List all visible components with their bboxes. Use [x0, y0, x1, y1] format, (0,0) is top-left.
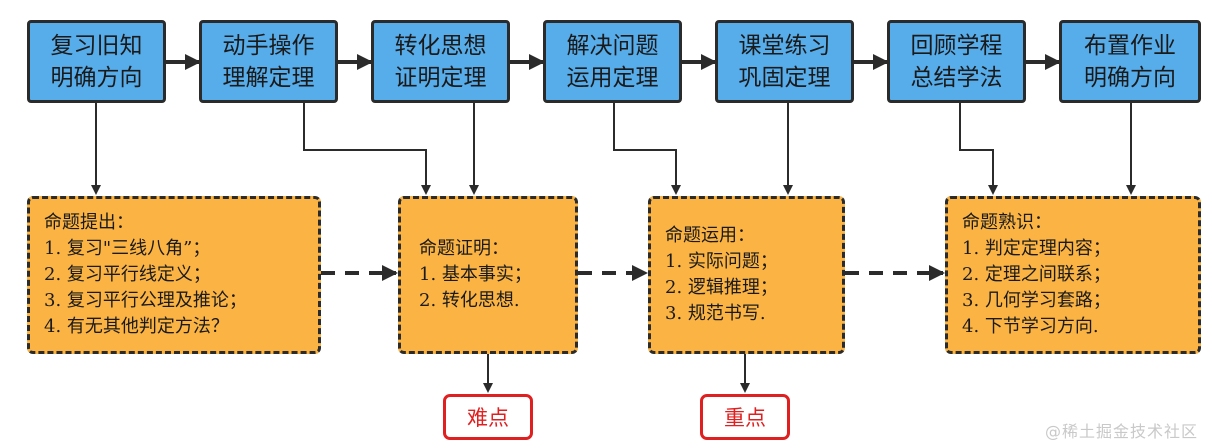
connector-step4-note3 [613, 103, 681, 195]
note-item: 1. 复习"三线八角”； [44, 238, 211, 259]
connector-step6-note4 [959, 103, 998, 195]
step-line-2: 总结学法 [910, 64, 1003, 91]
step-apply-theorem: 解决问题 运用定理 [543, 20, 682, 103]
note-proposition-mastery: 命题熟识： 1. 判定定理内容； 2. 定理之间联系； 3. 几何学习套路； 4… [945, 196, 1201, 354]
step-homework: 布置作业 明确方向 [1059, 20, 1201, 103]
note-item: 3. 几何学习套路； [962, 290, 1111, 311]
watermark: @稀土掘金技术社区 [1044, 422, 1198, 441]
connector-step2-note2 [303, 103, 431, 195]
step-line-1: 解决问题 [566, 32, 659, 59]
step-summary: 回顾学程 总结学法 [887, 20, 1026, 103]
step-line-1: 复习旧知 [50, 32, 143, 59]
note-proposition-application: 命题运用： 1. 实际问题； 2. 逻辑推理； 3. 规范书写. [648, 196, 845, 354]
note-item: 1. 实际问题； [665, 251, 778, 272]
step-line-1: 课堂练习 [738, 32, 831, 59]
step-hands-on: 动手操作 理解定理 [199, 20, 338, 103]
note-title: 命题提出： [44, 212, 134, 233]
step-line-2: 明确方向 [1084, 64, 1176, 91]
step-line-2: 证明定理 [394, 64, 487, 91]
note-item: 1. 基本事实； [419, 264, 532, 285]
note-item: 3. 复习平行公理及推论； [44, 290, 247, 311]
step-line-1: 布置作业 [1084, 32, 1176, 59]
step-line-1: 回顾学程 [910, 32, 1003, 59]
step-review-old-knowledge: 复习旧知 明确方向 [27, 20, 166, 103]
note-item: 4. 下节学习方向. [962, 316, 1099, 337]
step-line-1: 转化思想 [394, 32, 487, 59]
note-title: 命题运用： [665, 225, 755, 246]
note-title: 命题证明： [419, 238, 509, 259]
step-line-1: 动手操作 [222, 32, 315, 59]
step-class-practice: 课堂练习 巩固定理 [715, 20, 854, 103]
note-proposition-proof: 命题证明： 1. 基本事实； 2. 转化思想. [398, 196, 578, 354]
note-item: 2. 逻辑推理； [665, 277, 778, 298]
tag-key-point: 重点 [700, 394, 790, 440]
note-item: 4. 有无其他判定方法？ [44, 316, 229, 337]
note-item: 2. 转化思想. [419, 290, 520, 311]
step-line-2: 理解定理 [222, 64, 315, 91]
step-line-2: 明确方向 [50, 64, 143, 91]
note-item: 2. 复习平行线定义； [44, 264, 211, 285]
tag-difficulty: 难点 [443, 394, 533, 440]
note-title: 命题熟识： [962, 212, 1052, 233]
step-line-2: 巩固定理 [738, 64, 831, 91]
step-line-2: 运用定理 [566, 64, 659, 91]
note-item: 3. 规范书写. [665, 303, 766, 324]
note-item: 2. 定理之间联系； [962, 264, 1111, 285]
step-prove-theorem: 转化思想 证明定理 [371, 20, 510, 103]
note-proposition-raised: 命题提出： 1. 复习"三线八角”； 2. 复习平行线定义； 3. 复习平行公理… [27, 196, 321, 354]
note-item: 1. 判定定理内容； [962, 238, 1111, 259]
